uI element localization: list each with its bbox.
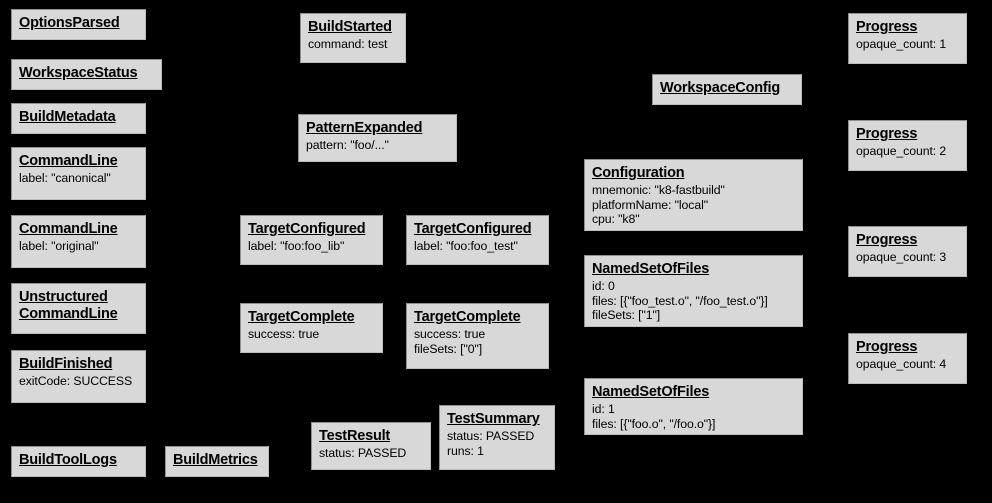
node-title: WorkspaceConfig [660, 80, 781, 96]
node-fields: command: test [308, 37, 388, 52]
node-title: TargetComplete [248, 309, 355, 325]
node-title: Configuration [592, 165, 685, 181]
node-fields: exitCode: SUCCESS [19, 374, 133, 389]
node-title: Progress [856, 19, 918, 35]
node-title: Unstructured CommandLine [19, 289, 118, 323]
node-fields: opaque_count: 1 [856, 37, 947, 52]
node-options-parsed[interactable]: OptionsParsed [11, 9, 146, 40]
node-title: TestSummary [447, 411, 540, 427]
node-title: NamedSetOfFiles [592, 261, 710, 277]
node-test-result[interactable]: TestResult status: PASSED [311, 422, 431, 470]
node-build-finished[interactable]: BuildFinished exitCode: SUCCESS [11, 350, 146, 403]
node-target-configured-foo-test[interactable]: TargetConfigured label: "foo:foo_test" [406, 215, 549, 265]
node-workspace-status[interactable]: WorkspaceStatus [11, 59, 162, 90]
node-named-set-of-files-0[interactable]: NamedSetOfFiles id: 0 files: [{"foo_test.… [584, 255, 803, 327]
node-fields: label: "canonical" [19, 171, 111, 186]
node-command-line-canonical[interactable]: CommandLine label: "canonical" [11, 147, 146, 200]
node-title: TargetConfigured [248, 221, 366, 237]
node-configuration[interactable]: Configuration mnemonic: "k8-fastbuild" pl… [584, 159, 803, 231]
node-title: TargetConfigured [414, 221, 532, 237]
node-fields: id: 1 files: [{"foo.o", "/foo.o"}] [592, 402, 716, 431]
node-fields: opaque_count: 2 [856, 144, 947, 159]
node-build-tool-logs[interactable]: BuildToolLogs [11, 446, 146, 477]
node-fields: mnemonic: "k8-fastbuild" platformName: "… [592, 183, 725, 227]
node-fields: success: true fileSets: ["0"] [414, 327, 486, 356]
node-title: Progress [856, 339, 918, 355]
node-title: CommandLine [19, 221, 118, 237]
node-fields: label: "original" [19, 239, 99, 254]
node-title: BuildFinished [19, 356, 113, 372]
node-fields: label: "foo:foo_lib" [248, 239, 345, 254]
node-title: BuildToolLogs [19, 452, 117, 468]
node-build-started[interactable]: BuildStarted command: test [300, 13, 406, 63]
node-fields: pattern: "foo/..." [306, 138, 389, 153]
node-progress-4[interactable]: Progress opaque_count: 4 [848, 333, 967, 384]
node-fields: success: true [248, 327, 320, 342]
node-title: OptionsParsed [19, 15, 120, 31]
node-test-summary[interactable]: TestSummary status: PASSED runs: 1 [439, 405, 555, 470]
node-named-set-of-files-1[interactable]: NamedSetOfFiles id: 1 files: [{"foo.o", "… [584, 378, 803, 435]
node-fields: opaque_count: 4 [856, 357, 947, 372]
node-unstructured-command-line[interactable]: Unstructured CommandLine [11, 283, 146, 334]
node-title: BuildStarted [308, 19, 392, 35]
node-fields: label: "foo:foo_test" [414, 239, 518, 254]
node-fields: id: 0 files: [{"foo_test.o", "/foo_test.… [592, 279, 768, 323]
node-target-complete-lib[interactable]: TargetComplete success: true [240, 303, 383, 353]
node-build-metadata[interactable]: BuildMetadata [11, 103, 146, 134]
node-title: BuildMetrics [173, 452, 258, 468]
node-build-metrics[interactable]: BuildMetrics [165, 446, 269, 477]
node-title: TestResult [319, 428, 391, 444]
node-fields: opaque_count: 3 [856, 250, 947, 265]
node-title: BuildMetadata [19, 109, 116, 125]
node-progress-1[interactable]: Progress opaque_count: 1 [848, 13, 967, 64]
node-command-line-original[interactable]: CommandLine label: "original" [11, 215, 146, 268]
node-fields: status: PASSED [319, 446, 407, 461]
node-target-configured-foo-lib[interactable]: TargetConfigured label: "foo:foo_lib" [240, 215, 383, 265]
node-fields: status: PASSED runs: 1 [447, 429, 535, 458]
node-progress-2[interactable]: Progress opaque_count: 2 [848, 120, 967, 171]
node-title: WorkspaceStatus [19, 65, 138, 81]
node-title: PatternExpanded [306, 120, 423, 136]
node-title: NamedSetOfFiles [592, 384, 710, 400]
node-title: TargetComplete [414, 309, 521, 325]
node-pattern-expanded[interactable]: PatternExpanded pattern: "foo/..." [298, 114, 457, 162]
node-target-complete-test[interactable]: TargetComplete success: true fileSets: ["… [406, 303, 549, 369]
node-title: Progress [856, 232, 918, 248]
node-progress-3[interactable]: Progress opaque_count: 3 [848, 226, 967, 277]
node-title: CommandLine [19, 153, 118, 169]
node-workspace-config[interactable]: WorkspaceConfig [652, 74, 802, 105]
node-title: Progress [856, 126, 918, 142]
